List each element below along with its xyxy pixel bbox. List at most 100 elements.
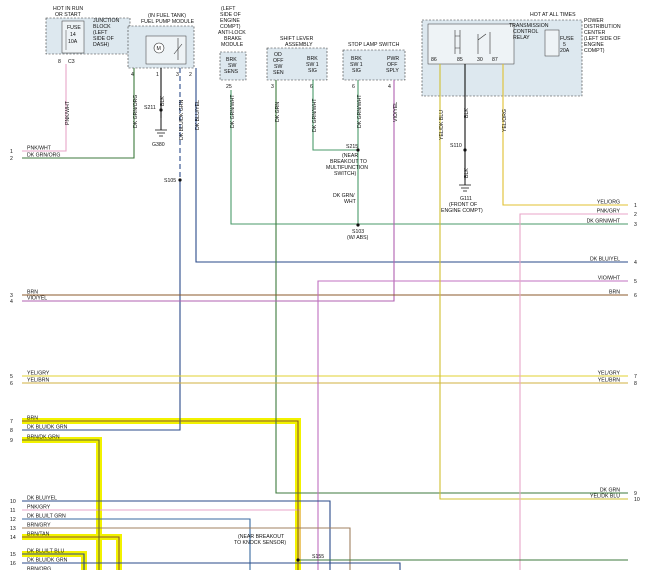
relay-pin-85: 85 [457,57,463,63]
abs-term-1: BRK [226,57,237,63]
splice-s215-dot [356,148,360,152]
wire-dk-blu-dk-grn-16 [22,562,401,570]
fuel-pump-title-1: (IN FUEL TANK) [148,13,186,19]
left-wire-num-3: 3 [10,293,13,299]
label-s215-note-2: BREAKOUT TO [330,159,367,165]
pdc-desc-2: DISTRIBUTION [584,24,621,30]
label-s155-note-2: TO KNOCK SENSOR) [234,540,286,546]
left-wire-label-7: BRN [27,416,38,422]
vlabel-pdc1: YEL/DK BLU [439,110,445,140]
pdc-desc-1: POWER [584,18,604,24]
left-wire-label-2: DK GRN/ORG [27,153,60,159]
abs-title-7: MODULE [221,42,244,48]
right-wire-label-1: YEL/ORG [597,200,620,206]
wire-dk-blu-yel [195,68,628,263]
wire-brn-7 [22,420,299,570]
label-s155-note-1: (NEAR BREAKOUT [238,534,285,540]
wire-pnk-gry-l [22,509,301,560]
vlabel-pdc2: BLK [464,108,470,118]
right-wire-label-7: YEL/GRY [598,371,621,377]
left-wire-label-12: DK BLU/LT GRN [27,514,66,520]
wires [22,64,628,570]
sl-t1-c: SW [274,64,282,70]
splice-s103-dot [356,223,360,227]
junction-desc-5: DASH) [93,42,109,48]
stop-t2-b: OFF [387,62,397,68]
relay-switch-icon [477,32,491,54]
pdc-hot-label: HOT AT ALL TIMES [530,12,576,18]
ground-g111-icon [459,184,471,192]
label-s103: S103 [352,229,364,235]
abs-title-3: ENGINE [220,18,240,24]
sl-t2-b: SW 1 [306,62,319,68]
left-wire-num-15: 15 [10,552,16,558]
relay-pin-87: 87 [492,57,498,63]
abs-title-6: BRAKE [224,36,242,42]
fuel-pump-module: (IN FUEL TANK) FUEL PUMP MODULE M 4 1 3 … [127,13,195,78]
fp-pin-1: 1 [156,72,159,78]
label-s105: S105 [164,178,176,184]
splice-s211-dot [159,108,163,112]
fuse5-number: 5 [563,42,566,48]
wire-dk-blu-lt-blu [22,553,85,570]
left-wire-label-9: BRN/DK GRN [27,435,60,441]
label-s215-note-4: SWITCH) [334,171,356,177]
label-s215-wire-2: WHT [344,199,357,205]
wire-pnk-gry-r [519,213,628,570]
abs-term-3: SENS [224,69,239,75]
junction-desc-3: (LEFT [93,30,108,36]
right-wire-num-1: 1 [634,203,637,209]
splice-s155-dot [296,558,300,562]
left-wire-label-4: VIO/YEL [27,296,47,302]
pdc-desc-6: COMPT) [584,48,605,54]
ground-g380-icon [155,129,167,137]
junction-hot-label: HOT IN RUN [53,6,83,12]
left-wire-num-1: 1 [10,149,13,155]
label-g380: G380 [152,142,165,148]
sl-t1-b: OFF [273,58,283,64]
sl-t1-d: SEN [273,70,284,76]
left-wire-num-9: 9 [10,438,13,444]
junction-desc-4: SIDE OF [93,36,114,42]
fuel-pump-title-2: FUEL PUMP MODULE [141,19,195,25]
left-wire-num-6: 6 [10,381,13,387]
left-wire-num-11: 11 [10,508,15,514]
fp-pin-3: 3 [176,72,179,78]
right-wire-num-6: 6 [634,293,637,299]
junction-hot-label-2: OR START [55,12,82,18]
vlabel-fp-c4: DK BLU/YEL [195,100,201,130]
sl-t2-a: BRK [307,56,318,62]
left-wire-num-4: 4 [10,299,13,305]
wire-yel-dk-blu [439,64,628,500]
label-s211: S211 [144,105,156,111]
vlabel-blk-ground: BLK [464,168,470,178]
right-wire-label-9: DK GRN [600,488,620,494]
abs-pin: 25 [226,84,232,90]
left-wire-num-5: 5 [10,374,13,380]
stop-t1-a: BRK [351,56,362,62]
relay-title-1: TRANSMISSION [509,23,549,29]
motor-icon [153,42,165,54]
stop-t2-a: PWR [387,56,399,62]
wire-brn-dk-grn [22,439,100,570]
shift-lever-title-1: SHIFT LEVER [280,36,314,42]
vlabel-fp-c1: DK GRN/ORG [133,95,139,128]
vertical-labels: PNK/WHT DK GRN/ORG BLK DK BLU/DK GRN DK … [65,94,508,178]
wire-dk-blu-dk-grn [22,180,181,431]
wire-dk-blu-lt-grn [22,518,251,570]
wire-abs-dk-grn-wht [230,90,628,225]
relay-title-3: RELAY [513,35,530,41]
sender-icon [173,38,183,60]
sl-pin-6: 6 [310,84,313,90]
vlabel-sp2: VIO/YEL [393,102,399,122]
vlabel-pdc3: YEL/ORG [502,109,508,132]
junction-desc-2: BLOCK [93,24,111,30]
wire-dk-blu-yel-left [22,500,331,570]
right-wire-label-3: DK GRN/WHT [587,219,621,225]
stop-lamp-title: STOP LAMP SWITCH [348,42,400,48]
abs-title-2: SIDE OF [220,12,241,18]
right-wire-num-8: 8 [634,381,637,387]
left-wire-label-6: YEL/BRN [27,378,49,384]
sl-t2-c: SIG [308,68,317,74]
